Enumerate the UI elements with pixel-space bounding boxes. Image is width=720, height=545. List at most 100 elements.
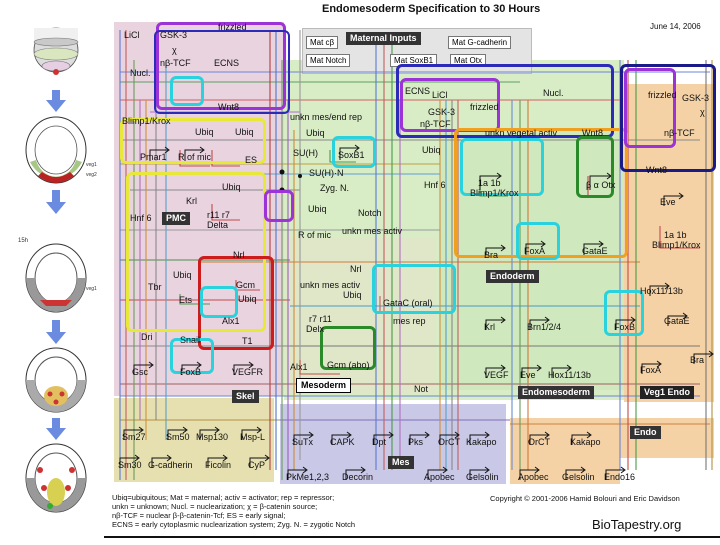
gene-r11r7: r11 r7 <box>207 210 230 220</box>
highlight-green-1 <box>320 326 376 370</box>
gene-kakapo-1: Kakapo <box>466 437 497 447</box>
endoderm-label: Endoderm <box>486 270 539 283</box>
gene-sm30: Sm30 <box>118 460 142 470</box>
gene-brn124: Brn1/2/4 <box>527 322 562 332</box>
gene-ubiq-2: Ubiq <box>235 127 254 137</box>
gene-gsk3-1: GSK-3 <box>160 30 188 40</box>
gene-wnt8-1: Wnt8 <box>218 102 240 112</box>
gene-vegfr: VEGFR <box>232 367 264 377</box>
gene-delx: Delx <box>306 324 325 334</box>
gene-t1: T1 <box>242 336 253 346</box>
gene-pmar1: Pmar1 <box>140 152 167 162</box>
gene-dri: Dri <box>141 332 153 342</box>
gene-alx1-2: Alx1 <box>290 362 308 372</box>
gene-unkn-rep: unkn mes/end rep <box>290 112 363 122</box>
highlight-red-1 <box>198 256 274 350</box>
gene-chi-1: χ <box>172 45 177 55</box>
gene-nucl-1: Nucl. <box>130 68 151 78</box>
embryo-stage-2: veg1 veg2 <box>25 116 97 184</box>
gene-licl-2: LiCl <box>432 90 448 100</box>
gene-zyg-n: Zyg. N. <box>320 183 350 193</box>
gene-apobec-1: Apobec <box>424 472 455 482</box>
gene-gcm-abo: Gcm (abo) <box>327 360 370 370</box>
highlight-green-2 <box>576 136 614 198</box>
gene-gcm-1: Gcm <box>236 280 255 290</box>
gene-eve-2: Eve <box>660 197 676 207</box>
gene-r7r11: r7 r11 <box>309 314 332 324</box>
gene-ubiq-6: Ubiq <box>173 270 192 280</box>
highlight-blue-2 <box>396 64 614 138</box>
gene-nrl-1: Nrl <box>233 250 245 260</box>
embryo-stage-1 <box>33 27 79 75</box>
embryo-stage-4 <box>25 347 87 413</box>
gene-not: Not <box>414 384 429 394</box>
maternal-box-notch: Mat Notch <box>306 54 351 67</box>
gene-sm27: Sm27 <box>122 432 146 442</box>
gene-licl-1: LiCl <box>124 30 140 40</box>
diagram-date: June 14, 2006 <box>650 22 701 31</box>
skel-label: Skel <box>232 390 259 403</box>
gene-blimp-krox-2: 1a 1b <box>478 178 501 188</box>
gene-bra-2: Bra <box>690 355 705 365</box>
maternal-inputs-label: Maternal Inputs <box>346 32 421 45</box>
pmc-label: PMC <box>162 212 190 225</box>
gene-foxb-1: FoxB <box>180 367 202 377</box>
gene-b-a-otx: β α Otx <box>586 180 616 190</box>
highlight-yellow-1 <box>120 118 266 164</box>
gene-unkn-veg-activ: unkn vegetal activ <box>485 128 558 138</box>
gene-nrl-2: Nrl <box>350 264 362 274</box>
region-skel-genes <box>114 398 274 482</box>
highlight-navy-1 <box>620 64 716 172</box>
legend-line-3: nβ-TCF = nuclear β-β-catenin-Tcf; ES = e… <box>112 511 286 520</box>
gene-frizzled-2: frizzled <box>470 102 499 112</box>
gene-pkme123: PkMe1,2,3 <box>286 472 330 482</box>
gene-msp-l: Msp-L <box>240 432 266 442</box>
gene-endo16: Endo16 <box>604 472 636 482</box>
gene-ubiq-3: Ubiq <box>306 128 325 138</box>
highlight-cyan-5 <box>372 264 456 314</box>
gene-eve-1: Eve <box>520 370 536 380</box>
gene-gsc: Gsc <box>132 367 149 377</box>
gene-hnf6-2: Hnf 6 <box>424 180 446 190</box>
highlight-purple-1 <box>156 22 286 110</box>
highlight-cyan-3 <box>200 286 238 318</box>
gene-sutx: SuTx <box>292 437 314 447</box>
gene-gatae-1: GataE <box>582 246 608 256</box>
gene-orct-2: OrCT <box>528 437 550 447</box>
gene-ecns-2: ECNS <box>405 86 431 96</box>
gene-gatac-oral: GataC (oral) <box>383 298 433 308</box>
region-mes-genes <box>280 404 506 484</box>
gene-unkn-mes-activ-1: unkn mes activ <box>342 226 403 236</box>
gene-rofmic-2: R of mic <box>298 230 332 240</box>
highlight-cyan-2 <box>332 136 376 168</box>
gene-su-h: SU(H) <box>293 148 318 158</box>
region-veg1 <box>624 84 714 402</box>
gene-unkn-mes-activ-2: unkn mes activ <box>300 280 361 290</box>
highlight-purple-3 <box>400 78 500 132</box>
gene-foxa-2: FoxA <box>640 365 662 375</box>
highlight-cyan-4 <box>170 338 214 374</box>
highlight-purple-2 <box>264 190 294 222</box>
gene-ubiq-1: Ubiq <box>195 127 214 137</box>
veg1-endo-label: Veg1 Endo <box>640 386 695 399</box>
highlight-cyan-1 <box>170 76 204 106</box>
svg-text:veg1: veg1 <box>86 286 97 292</box>
gene-foxb-2: FoxB <box>614 322 636 332</box>
gene-foxa-1: FoxA <box>524 246 546 256</box>
gene-vegf: VEGF <box>484 370 509 380</box>
gene-frizzled-1: frizzled <box>218 22 247 32</box>
gene-snail: Snail <box>180 335 201 345</box>
endo-label: Endo <box>630 426 661 439</box>
gene-gsk3-2: GSK-3 <box>428 107 456 117</box>
gene-nbtcf-2: nβ-TCF <box>420 119 451 129</box>
gene-krl-2: Krl <box>484 322 495 332</box>
highlight-cyan-8 <box>604 290 644 336</box>
highlight-purple-4 <box>624 68 676 148</box>
gene-wnt8-3: Wnt8 <box>646 165 668 175</box>
biotapestry-credit[interactable]: BioTapestry.org <box>592 517 682 532</box>
highlight-blue-1 <box>154 30 290 114</box>
gene-gelsolin-2: Gelsolin <box>562 472 595 482</box>
gene-nbtcf-3: nβ-TCF <box>664 128 695 138</box>
gene-krl-1: Krl <box>186 196 197 206</box>
